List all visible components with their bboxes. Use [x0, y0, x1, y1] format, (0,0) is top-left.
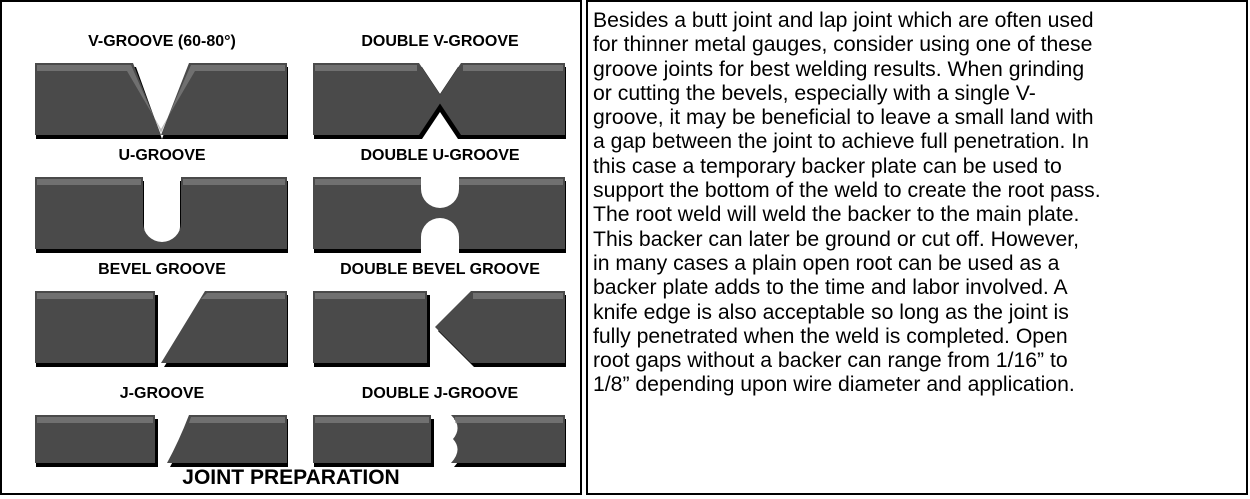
caption-double-u-groove: DOUBLE U-GROOVE: [360, 147, 520, 164]
double-bevel-groove-joint: [313, 291, 566, 367]
double-j-groove-joint: [313, 415, 566, 467]
double-v-groove-joint: [313, 63, 566, 139]
caption-double-j-groove: DOUBLE J-GROOVE: [361, 385, 519, 402]
v-groove-joint: [35, 63, 288, 139]
diagram-panel: [0, 0, 582, 495]
caption-v-groove: V-GROOVE (60-80°): [88, 33, 236, 50]
caption-u-groove: U-GROOVE: [118, 147, 206, 164]
j-groove-joint: [35, 415, 288, 467]
text-panel: [586, 0, 1248, 495]
u-groove-joint: [35, 177, 288, 253]
figure-title: JOINT PREPARATION: [182, 466, 400, 489]
caption-double-bevel-groove: DOUBLE BEVEL GROOVE: [340, 261, 540, 278]
description-text: Besides a butt joint and lap joint which…: [593, 9, 1101, 397]
caption-double-v-groove: DOUBLE V-GROOVE: [361, 33, 519, 50]
double-u-groove-joint: [313, 175, 566, 253]
caption-j-groove: J-GROOVE: [119, 385, 205, 402]
caption-bevel-groove: BEVEL GROOVE: [98, 261, 226, 278]
bevel-groove-joint: [35, 291, 288, 367]
